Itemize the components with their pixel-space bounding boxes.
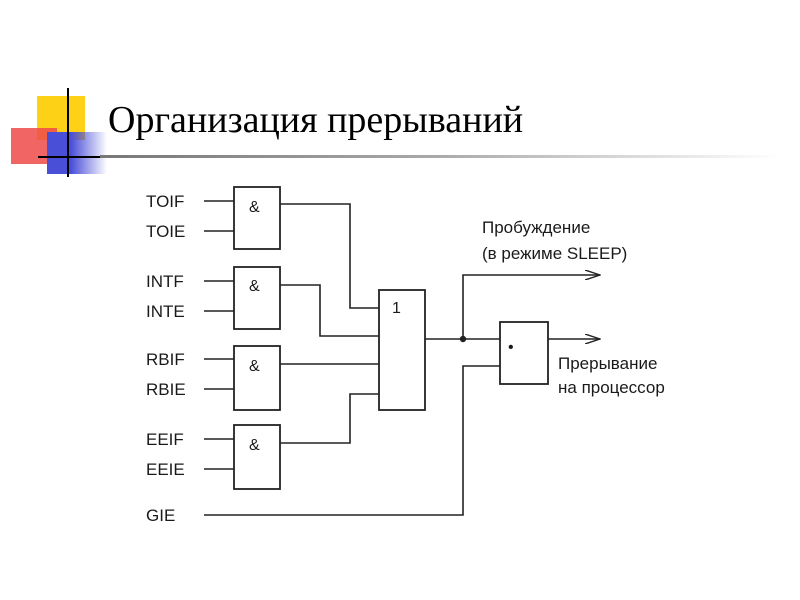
- and-to-or-wires: [280, 203, 379, 444]
- label-toif: TOIF: [146, 192, 184, 211]
- and-symbol: &: [249, 278, 260, 295]
- wakeup-label-line1: Пробуждение: [482, 218, 590, 237]
- wakeup-label-line2: (в режиме SLEEP): [482, 244, 627, 263]
- or-symbol: 1: [392, 300, 401, 317]
- label-rbie: RBIE: [146, 380, 186, 399]
- label-eeie: EEIE: [146, 460, 185, 479]
- interrupt-label-line1: Прерывание: [558, 354, 657, 373]
- or-output-wires: [425, 275, 600, 343]
- label-toie: TOIE: [146, 222, 185, 241]
- label-eeif: EEIF: [146, 430, 184, 449]
- and-symbol: &: [249, 199, 260, 216]
- and-gate-rb: &: [233, 345, 281, 411]
- and-symbol: &: [249, 437, 260, 454]
- label-inte: INTE: [146, 302, 185, 321]
- output-gate: •: [499, 321, 549, 385]
- label-intf: INTF: [146, 272, 184, 291]
- label-rbif: RBIF: [146, 350, 185, 369]
- and-symbol: &: [249, 358, 260, 375]
- and-gate-timer: &: [233, 186, 281, 250]
- decor-vertical-line: [67, 88, 69, 177]
- slide-title: Организация прерываний: [108, 99, 524, 141]
- decor-blue-square: [47, 132, 107, 174]
- interrupt-label-line2: на процессор: [558, 378, 665, 397]
- and-gate-int: &: [233, 266, 281, 330]
- flipflop-symbol: •: [508, 339, 514, 356]
- decor-horizontal-line: [38, 156, 116, 158]
- or-gate: 1: [378, 289, 426, 411]
- gie-wire: [204, 365, 500, 516]
- and-gate-ee: &: [233, 424, 281, 490]
- input-wires: [204, 200, 234, 470]
- title-underline: [100, 155, 780, 158]
- label-gie: GIE: [146, 506, 175, 525]
